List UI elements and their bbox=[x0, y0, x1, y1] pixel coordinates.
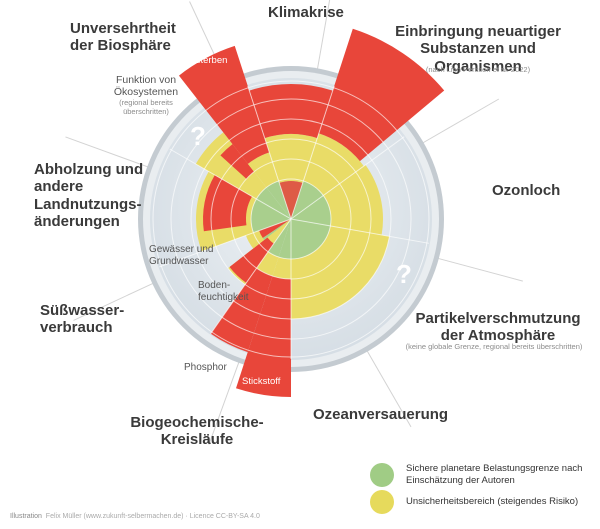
credit-text: Felix Müller (www.zukunft-selbermachen.d… bbox=[45, 513, 260, 520]
sector-divider-3 bbox=[435, 257, 523, 282]
sector-divider-5 bbox=[208, 359, 241, 445]
spoke-3 bbox=[290, 218, 429, 244]
wedge-function-exceeded bbox=[220, 144, 255, 179]
wedge-novel-exceeded bbox=[318, 28, 445, 162]
sector-label-land-use: Abholzung und andere Landnutzungs-änderu… bbox=[34, 161, 144, 230]
wedge-soil-exceeded bbox=[229, 237, 274, 283]
sector-label-ozone: Ozonloch bbox=[492, 182, 561, 199]
boundary-wedges bbox=[178, 28, 445, 397]
wedge-ozone-safe bbox=[291, 195, 331, 226]
wedge-phosphorus-uncertain bbox=[256, 251, 279, 277]
wedge-novel-uncertain bbox=[303, 133, 364, 196]
spoke-8 bbox=[247, 85, 292, 220]
legend-yellow-dot bbox=[370, 490, 394, 514]
sector-label-freshwater: Süßwasser-verbrauch bbox=[40, 302, 125, 337]
wedge-function-safe bbox=[256, 187, 291, 219]
sublabel-phosphorus: Phosphor bbox=[184, 362, 227, 373]
wedge-species-uncertain bbox=[247, 152, 279, 188]
sector-divider-4 bbox=[365, 348, 412, 428]
spoke-2 bbox=[290, 136, 405, 220]
spoke-1 bbox=[290, 85, 335, 220]
wedge-climate-exceeded-core bbox=[279, 181, 303, 219]
sector-divider-1 bbox=[316, 0, 331, 72]
wedge-nitrogen-safe bbox=[278, 219, 291, 259]
sector-divider-7 bbox=[65, 136, 151, 169]
credit-label: Illustration bbox=[10, 513, 42, 520]
sector-label-novel-entities: Einbringung neuartiger Substanzen und Or… bbox=[395, 23, 561, 75]
spoke-6 bbox=[159, 218, 292, 268]
sector-label-biogeochemical: Biogeochemische-Kreisläufe bbox=[130, 414, 264, 449]
unknown-marker-biosphere: ? bbox=[190, 121, 206, 151]
spoke-7 bbox=[169, 148, 292, 220]
sublabel-soil-moisture: Boden-feuchtigkeit bbox=[198, 280, 249, 303]
sector-label-ocean-acidification: Ozeanversauerung bbox=[313, 406, 449, 423]
credit-line: Illustration Felix Müller (www.zukunft-s… bbox=[10, 513, 260, 520]
sublabel-ecosystem-function: Funktion von Ökosystemen bbox=[113, 74, 179, 99]
wedge-groundwater-exceeded bbox=[259, 219, 291, 239]
wedge-groundwater-safe bbox=[262, 219, 291, 240]
spoke-5 bbox=[210, 218, 292, 334]
wedge-ozone-uncertain bbox=[323, 164, 384, 235]
sector-dividers bbox=[65, 0, 523, 445]
wedge-landuse-exceeded bbox=[203, 175, 253, 232]
sublabel-species-extinction: Artensterben bbox=[173, 55, 228, 66]
sector-label-biosphere: Unversehrtheit der Biosphäre bbox=[70, 20, 176, 55]
wedge-species-safe bbox=[266, 180, 291, 219]
sector-note-aerosols: (keine globale Grenze, regional bereits … bbox=[405, 342, 583, 351]
sector-note-novel-entities: (nach Linn Persson et al. 2022) bbox=[425, 65, 531, 74]
wedge-phosphorus-exceeded bbox=[210, 268, 273, 353]
wedge-ocean-safe bbox=[291, 219, 331, 259]
legend-uncertain-text: Unsicherheitsbereich (steigendes Risiko) bbox=[406, 496, 579, 507]
legend-safe-text: Sichere planetare Belastungsgrenze nach … bbox=[406, 463, 583, 486]
wedge-phosphorus-safe bbox=[268, 219, 291, 258]
legend-green-dot bbox=[370, 463, 394, 487]
sector-label-climate: Klimakrise bbox=[268, 4, 344, 21]
sublabel-ecosystem-function-note: (regional bereits überschritten) bbox=[119, 98, 173, 116]
sector-label-aerosols: Partikelverschmutzung der Atmosphäre bbox=[415, 310, 581, 345]
sublabel-nitrogen: Stickstoff bbox=[242, 376, 281, 387]
sector-divider-6 bbox=[73, 281, 156, 321]
wedge-nitrogen-uncertain bbox=[272, 257, 291, 279]
wedge-novel-safe bbox=[291, 180, 324, 219]
unknown-marker-aerosols: ? bbox=[396, 259, 412, 289]
wedge-nitrogen-exceeded bbox=[235, 276, 291, 397]
ring-guides bbox=[152, 80, 430, 359]
wedge-climate-uncertain bbox=[264, 134, 318, 183]
wedge-climate-exceeded bbox=[249, 83, 333, 139]
sublabel-water-groundwater: Gewässer und Grundwasser bbox=[149, 244, 214, 267]
sector-divider-2 bbox=[420, 98, 500, 145]
wedge-landuse-safe bbox=[251, 199, 291, 233]
wedge-species-exceeded bbox=[178, 45, 270, 164]
